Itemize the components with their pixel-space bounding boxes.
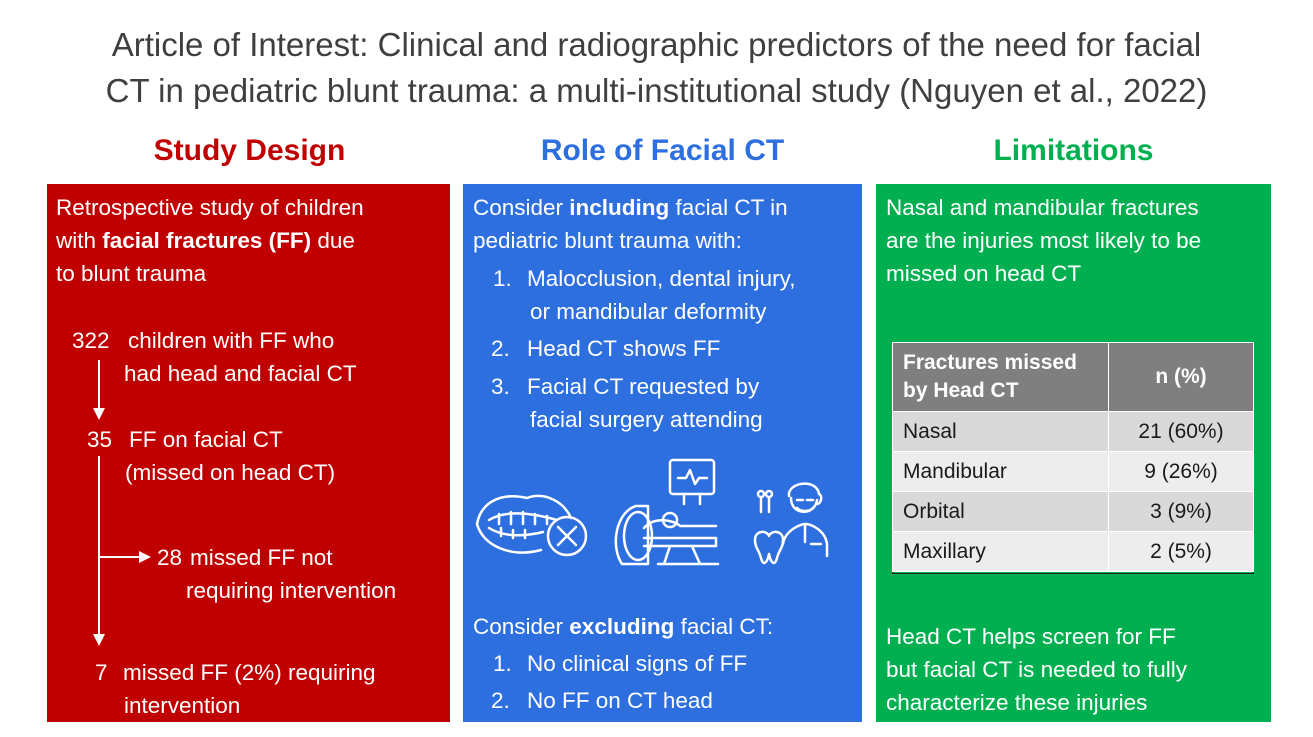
table-cell-count: 2 (5%)	[1108, 531, 1254, 572]
flow-step-1-line-1: children with FF who	[128, 328, 335, 353]
table-cell-type: Mandibular	[892, 451, 1109, 492]
ct-scanner-icon	[614, 458, 720, 566]
include-emphasis: including	[569, 195, 670, 220]
limitations-outro-line-2: but facial CT is needed to fully	[886, 657, 1188, 682]
limitations-outro-line-3: characterize these injuries	[886, 690, 1148, 715]
title-line-2: CT in pediatric blunt trauma: a multi-in…	[105, 72, 1208, 109]
dentist-icon	[753, 482, 829, 565]
study-intro-line-1: Retrospective study of children	[56, 195, 364, 220]
missed-fractures-table: Fractures missed by Head CT n (%) Nasal …	[892, 342, 1254, 572]
limitations-intro-line-3: missed on head CT	[886, 261, 1082, 286]
study-design-heading: Study Design	[153, 134, 346, 167]
flow-step-2-line-2: (missed on head CT)	[125, 460, 336, 485]
flow-number-28: 28	[157, 545, 183, 570]
table-cell-count: 9 (26%)	[1108, 451, 1254, 492]
include-item-1-line-2: or mandibular deformity	[530, 299, 767, 324]
title-line-1: Article of Interest: Clinical and radiog…	[111, 26, 1202, 63]
flow-step-4-line-1: missed FF (2%) requiring	[123, 660, 376, 685]
include-item-2-number: 2.	[491, 336, 510, 361]
role-heading: Role of Facial CT	[540, 134, 785, 167]
flow-step-1-line-2: had head and facial CT	[124, 361, 357, 386]
exclude-intro: Consider excluding facial CT:	[473, 610, 773, 643]
limitations-outro-line-1: Head CT helps screen for FF	[886, 624, 1176, 649]
include-item-2-line-1: Head CT shows FF	[527, 336, 721, 361]
include-intro-line-2: pediatric blunt trauma with:	[473, 228, 742, 253]
table-row: Maxillary 2 (5%)	[892, 531, 1254, 572]
exclude-item-2-number: 2.	[491, 688, 510, 713]
study-design-panel: Retrospective study of children with fac…	[47, 184, 450, 722]
flowchart-arrows	[93, 360, 151, 646]
table-header-count: n (%)	[1108, 342, 1254, 412]
limitations-heading: Limitations	[993, 134, 1154, 167]
study-intro-line-2: with facial fractures (FF) due	[56, 224, 355, 257]
table-cell-count: 3 (9%)	[1108, 491, 1254, 532]
limitations-panel: Nasal and mandibular fractures are the i…	[876, 184, 1271, 722]
exclude-intro-text-end: facial CT:	[674, 614, 774, 639]
table-row: Orbital 3 (9%)	[892, 491, 1254, 532]
slide-title: Article of Interest: Clinical and radiog…	[30, 22, 1283, 114]
table-cell-type: Nasal	[892, 411, 1109, 452]
flow-number-322: 322	[72, 328, 110, 353]
include-item-3-line-2: facial surgery attending	[530, 407, 763, 432]
include-item-1-number: 1.	[493, 266, 512, 291]
exclude-emphasis: excluding	[569, 614, 675, 639]
exclude-item-1-text: No clinical signs of FF	[527, 651, 748, 676]
study-intro-emphasis: facial fractures (FF)	[102, 228, 312, 253]
table-header-row: Fractures missed by Head CT n (%)	[892, 342, 1254, 412]
include-intro-text-end: facial CT in	[669, 195, 788, 220]
include-item-1-line-1: Malocclusion, dental injury,	[527, 266, 796, 291]
study-intro-line-3: to blunt trauma	[56, 261, 207, 286]
include-intro-text: Consider	[473, 195, 570, 220]
exclude-item-1-number: 1.	[493, 651, 512, 676]
table-row: Nasal 21 (60%)	[892, 411, 1254, 452]
table-row: Mandibular 9 (26%)	[892, 451, 1254, 492]
include-item-3-line-1: Facial CT requested by	[527, 374, 760, 399]
flow-step-3-line-1: missed FF not	[190, 545, 333, 570]
exclude-item-2-text: No FF on CT head	[527, 688, 713, 713]
role-panel: Consider including facial CT in pediatri…	[463, 184, 862, 722]
flow-step-2-line-1: FF on facial CT	[129, 427, 283, 452]
flow-number-35: 35	[87, 427, 113, 452]
include-intro-line-1: Consider including facial CT in	[473, 191, 788, 224]
limitations-intro-line-1: Nasal and mandibular fractures	[886, 195, 1199, 220]
table-cell-count: 21 (60%)	[1108, 411, 1254, 452]
table-cell-type: Maxillary	[892, 531, 1109, 572]
flow-step-4-line-2: intervention	[124, 693, 241, 718]
study-intro-text-end: due	[311, 228, 355, 253]
limitations-intro-line-2: are the injuries most likely to be	[886, 228, 1202, 253]
flow-number-7: 7	[95, 660, 108, 685]
flow-step-3-line-2: requiring intervention	[186, 578, 397, 603]
include-item-3-number: 3.	[491, 374, 510, 399]
study-intro-text: with	[56, 228, 103, 253]
table-cell-type: Orbital	[892, 491, 1109, 532]
mouth-malocclusion-icon	[475, 494, 588, 557]
table-header-fracture: Fractures missed by Head CT	[892, 342, 1109, 412]
exclude-intro-text: Consider	[473, 614, 570, 639]
